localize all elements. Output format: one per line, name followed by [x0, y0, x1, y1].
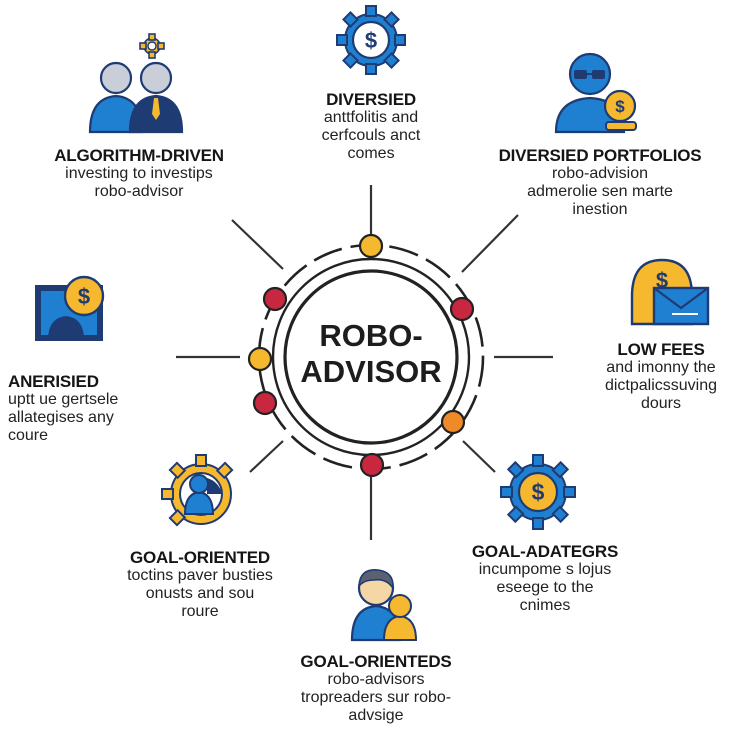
- connector-lines: [176, 185, 553, 540]
- node-desc-line: inestion: [572, 200, 628, 218]
- ring-dot-top: [358, 233, 384, 259]
- node-desc-line: admerolie sen marte: [527, 182, 673, 200]
- node-desc-line: advsige: [348, 706, 404, 724]
- node-desc-line: robo-advisors: [327, 671, 425, 689]
- node-label-top: DIVERSIED anttfolitis and cerfcouls anct…: [281, 90, 461, 163]
- svg-text:$: $: [615, 97, 625, 116]
- ring-dot-left: [247, 346, 273, 372]
- ring-dot-lower-left: [252, 390, 278, 416]
- node-label-bottom: GOAL-ORIENTEDS robo-advisors tropreaders…: [276, 652, 476, 725]
- dollar-gear-icon: $: [336, 5, 406, 75]
- inner-ring: [283, 269, 459, 445]
- node-label-top-right: DIVERSIED PORTFOLIOS robo-advision admer…: [480, 146, 720, 219]
- dollar-gear-icon: $: [500, 454, 576, 530]
- node-label-top-left: ALGORITHM-DRIVEN investing to investips …: [14, 146, 264, 201]
- svg-text:$: $: [365, 28, 377, 53]
- dollar-screen-icon: $: [35, 275, 105, 341]
- hub-title: ROBO- ADVISOR: [296, 318, 446, 389]
- svg-text:$: $: [78, 284, 90, 309]
- svg-text:$: $: [532, 479, 545, 505]
- node-desc-line: investing to investips: [65, 165, 213, 183]
- node-desc-line: and imonny the: [606, 359, 716, 377]
- hub-title-line-2: ADVISOR: [300, 353, 442, 389]
- svg-text:$: $: [656, 268, 668, 293]
- node-desc-line: comes: [347, 144, 395, 162]
- ring-dot-lower-right: [440, 409, 466, 435]
- node-desc-line: toctins paver busties: [127, 567, 273, 585]
- hub-title-line-1: ROBO-: [319, 318, 423, 353]
- ring-dot-upper-right: [449, 296, 475, 322]
- ring-dot-bottom: [359, 452, 385, 478]
- node-desc-line: dictpalicssuving: [604, 376, 718, 394]
- node-desc-line: cerfcouls anct: [321, 126, 421, 144]
- advisor-dollar-icon: $: [554, 52, 637, 134]
- node-desc-line: incumpome s lojus: [478, 561, 612, 579]
- node-title: GOAL-ORIENTEDS: [300, 652, 452, 671]
- node-desc-line: eseege to the: [496, 578, 594, 596]
- dollar-mail-icon: $: [630, 258, 710, 326]
- node-label-bottom-right: GOAL-ADATEGRS incumpome s lojus eseege t…: [445, 542, 645, 615]
- ring-dots: [247, 233, 475, 478]
- node-desc-line: uptt ue gertsele: [8, 391, 119, 409]
- ring-dot-upper-left: [262, 286, 288, 312]
- node-desc-line: onusts and sou: [145, 584, 255, 602]
- node-desc-line: robo-advisor: [94, 182, 184, 200]
- gear-person-icon: [161, 454, 234, 527]
- node-title: ALGORITHM-DRIVEN: [54, 146, 224, 165]
- node-title: GOAL-ORIENTED: [129, 548, 270, 567]
- person-child-icon: [350, 569, 418, 642]
- node-desc-line: coure: [8, 426, 49, 444]
- node-label-left: ANERISIED uptt ue gertsele allategises a…: [8, 372, 173, 445]
- node-title: DIVERSIED: [326, 90, 416, 109]
- node-desc-line: robo-advision: [551, 165, 649, 183]
- node-desc-line: allategises any: [8, 408, 114, 426]
- node-desc-line: cnimes: [519, 596, 571, 614]
- node-label-bottom-left: GOAL-ORIENTED toctins paver busties onus…: [100, 548, 300, 621]
- team-gear-icon: [88, 33, 184, 134]
- node-desc-line: roure: [181, 602, 219, 620]
- node-desc-line: anttfolitis and: [323, 109, 419, 127]
- node-title: ANERISIED: [8, 372, 99, 391]
- node-desc-line: dours: [640, 394, 682, 412]
- node-title: GOAL-ADATEGRS: [471, 542, 619, 561]
- node-desc-line: tropreaders sur robo-: [300, 688, 452, 706]
- node-title: LOW FEES: [617, 340, 705, 359]
- node-label-right: LOW FEES and imonny the dictpalicssuving…: [586, 340, 736, 413]
- node-title: DIVERSIED PORTFOLIOS: [498, 146, 702, 165]
